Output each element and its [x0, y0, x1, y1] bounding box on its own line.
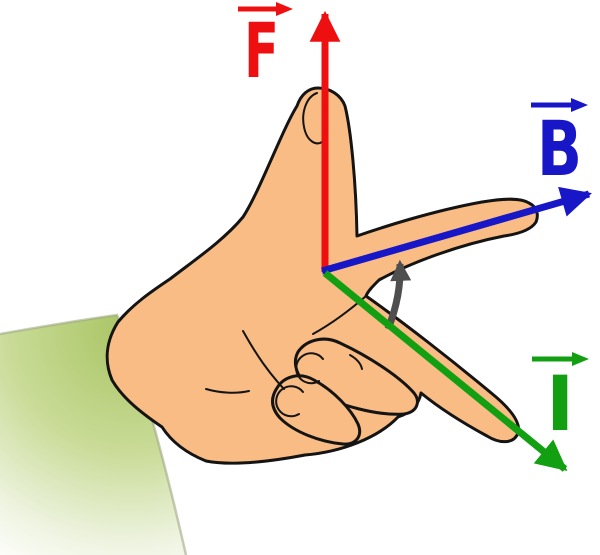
sleeve-shape [0, 315, 186, 555]
ring-finger-nail [295, 352, 324, 385]
ring-knuckle-crease [349, 354, 363, 370]
magnetic-field-label: B [537, 104, 582, 193]
wrist-crease [205, 388, 250, 394]
pinky-finger-nail [275, 385, 304, 418]
force-label: F [244, 6, 279, 95]
current-label-group: I [532, 352, 589, 448]
hand-illustration [105, 86, 539, 465]
magnetic-field-label-group: B [531, 98, 588, 193]
current-arrow [322, 270, 568, 472]
pinky-finger [271, 374, 362, 446]
magnetic-field-arrow [321, 186, 592, 275]
magnetic-field-overbar-head-icon [571, 98, 588, 112]
current-overbar-head-icon [572, 352, 589, 366]
palm-heel-line [242, 330, 285, 390]
current-label: I [546, 359, 574, 448]
force-overbar-head-icon [276, 2, 293, 16]
vector-arrows [309, 10, 592, 472]
thumb-nail [302, 92, 323, 145]
force-label-group: F [238, 2, 293, 95]
